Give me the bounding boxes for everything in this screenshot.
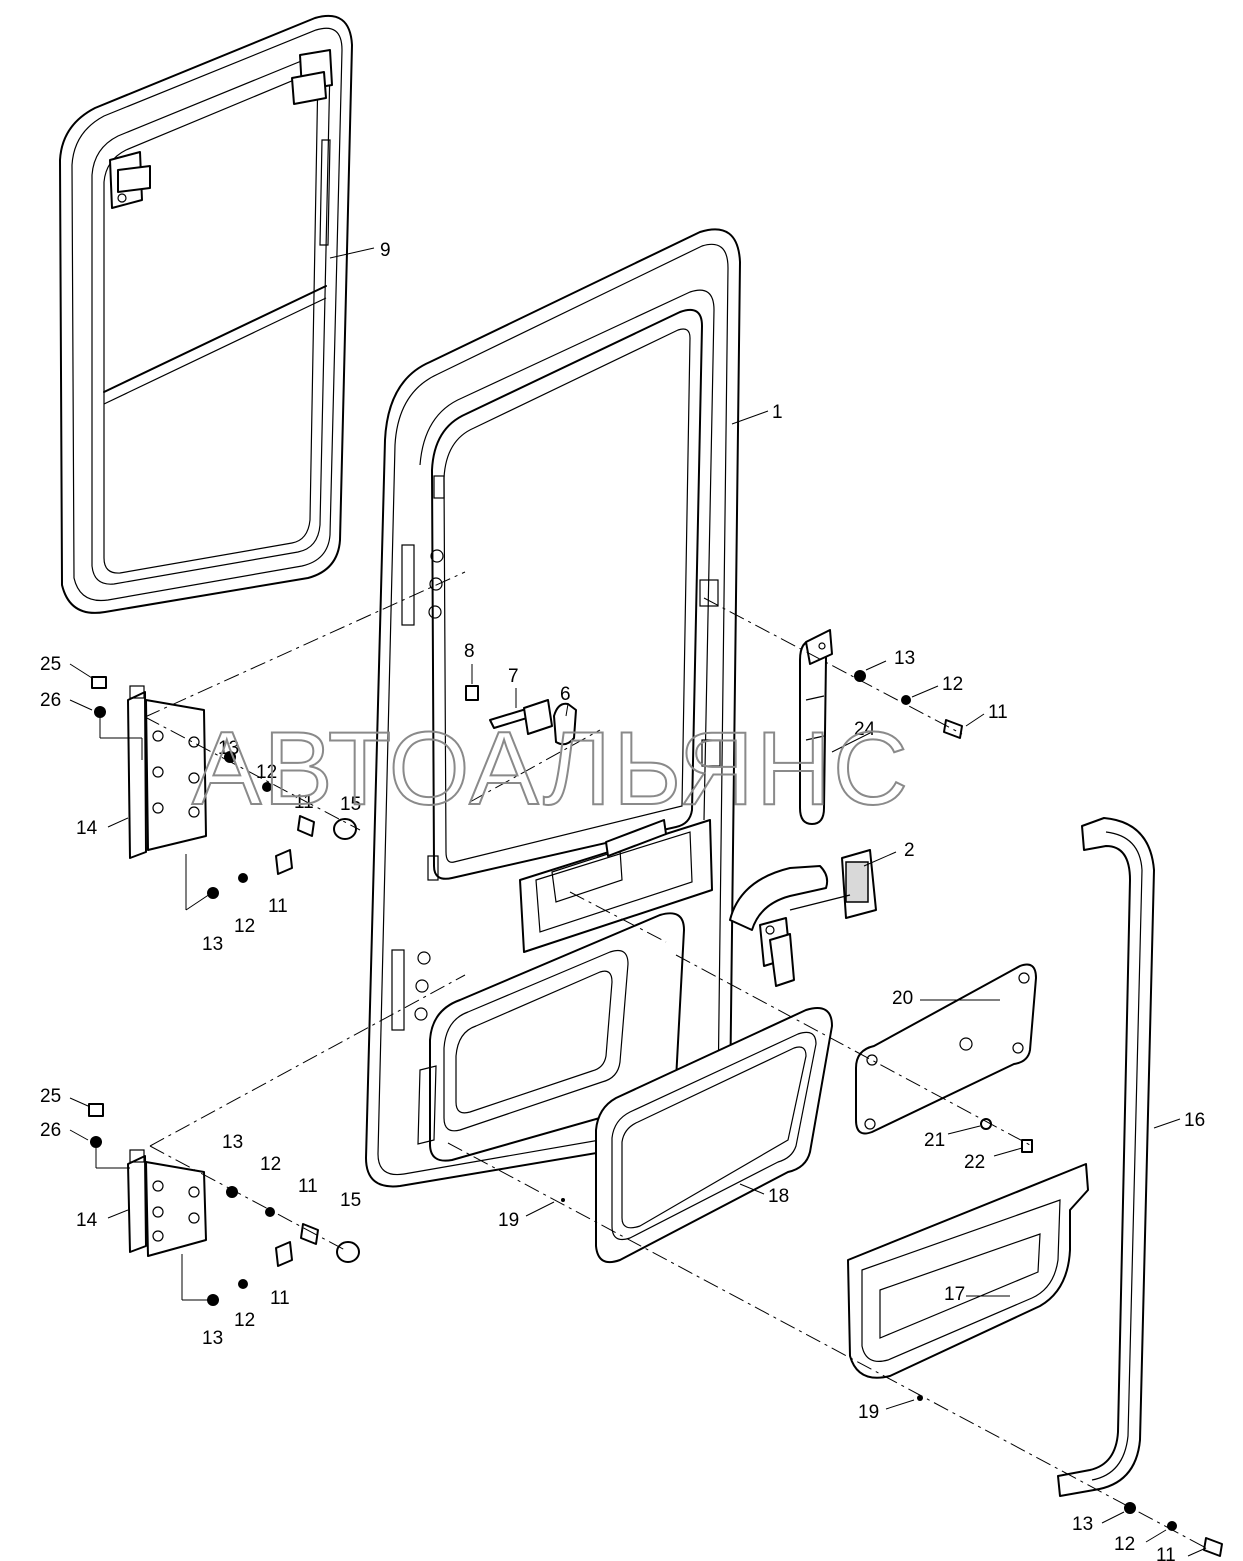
fasteners [88, 670, 1223, 1557]
callout-11-lower-a: 11 [298, 1176, 318, 1197]
callout-26-lower: 26 [40, 1120, 61, 1141]
callout-12-upper-a: 12 [256, 762, 277, 783]
callout-12-upper-b: 12 [234, 916, 255, 937]
callout-labels: 9 1 2 6 7 8 13 12 11 24 20 21 22 16 17 1… [40, 240, 1205, 1561]
window-frame-part-9 [59, 14, 353, 614]
leader-lines [69, 247, 1207, 1557]
callout-26-upper: 26 [40, 690, 61, 711]
callout-14-upper: 14 [76, 818, 98, 839]
callout-12-rail: 12 [1114, 1534, 1135, 1555]
callout-13-upper-a: 13 [218, 738, 239, 759]
door-panel-part-1 [365, 228, 741, 1188]
callout-14-lower: 14 [76, 1210, 98, 1231]
assembly-lines [95, 571, 1209, 1550]
callout-11-upper-a: 11 [294, 792, 314, 813]
hinge-lower-part-14 [127, 1149, 207, 1257]
callout-11-rail: 11 [1156, 1545, 1176, 1561]
door-latch-part-2 [729, 849, 877, 987]
callout-12-lower-b: 12 [234, 1310, 255, 1331]
callout-25-lower: 25 [40, 1086, 61, 1107]
callout-19: 19 [858, 1402, 879, 1423]
callout-9: 9 [380, 240, 391, 261]
callout-1: 1 [772, 402, 783, 423]
callout-12-handle: 12 [942, 674, 963, 695]
callout-13-rail: 13 [1072, 1514, 1093, 1535]
callout-2: 2 [904, 840, 915, 861]
callout-6: 6 [560, 684, 571, 705]
lower-bracket-part-17 [847, 1163, 1089, 1379]
callout-18: 18 [768, 1186, 789, 1207]
callout-17: 17 [944, 1284, 965, 1305]
callout-13-lower-a: 13 [222, 1132, 243, 1153]
callout-22: 21 [924, 1130, 945, 1151]
callout-13-lower-b: 13 [202, 1328, 223, 1349]
callout-11-handle: 11 [988, 702, 1008, 723]
callout-20: 19 [498, 1210, 519, 1231]
cover-plate-part-21 [855, 963, 1037, 1135]
callout-13-handle: 13 [894, 648, 915, 669]
callout-25-upper: 25 [40, 654, 61, 675]
callout-21: 20 [892, 988, 913, 1009]
hinge-upper-part-14 [127, 685, 207, 859]
callout-16: 16 [1184, 1110, 1205, 1131]
watermark: АВТОАЛЬЯНС [192, 711, 910, 827]
callout-8: 8 [464, 641, 475, 662]
callout-15-upper: 15 [340, 794, 361, 815]
callout-11-upper-b: 11 [268, 896, 288, 917]
callout-13-upper-b: 13 [202, 934, 223, 955]
frame-ring-part-18 [595, 1007, 833, 1264]
callout-12-lower-a: 12 [260, 1154, 281, 1175]
callout-15-lower: 15 [340, 1190, 361, 1211]
callout-23: 22 [964, 1152, 985, 1173]
callout-11-lower-b: 11 [270, 1288, 290, 1309]
long-rail-part-16 [1057, 817, 1155, 1497]
callout-24: 24 [854, 719, 876, 740]
callout-7: 7 [508, 666, 519, 687]
